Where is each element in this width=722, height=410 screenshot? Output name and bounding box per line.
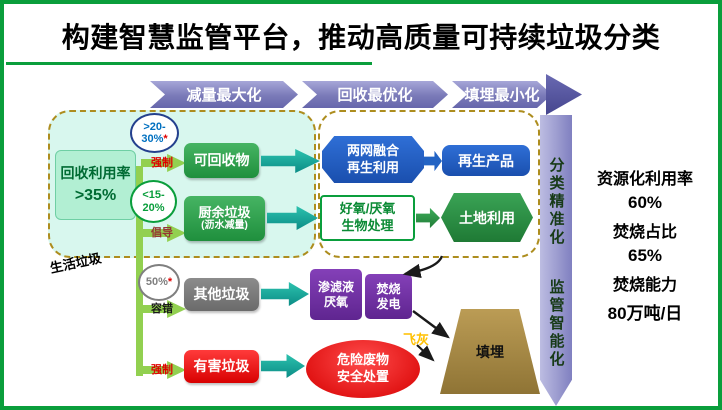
governance-vertical-text: 分类精准化 监管智能化 [546,115,567,406]
flow-arrowhead-icon [546,74,582,115]
share-badge-recyclable: >20- 30%* [130,113,179,153]
stats-panel: 资源化利用率 60% 焚烧占比 65% 焚烧能力 80万吨/日 [568,160,718,324]
fly-ash-label: 飞灰 [403,332,430,347]
kitchen-waste-label: 厨余垃圾 [198,204,251,220]
recycled-product-box: 再生产品 [442,145,530,176]
recycle-rate-box: 回收利用率 >35% [55,150,136,220]
governance-line2: 监管智能化 [547,279,565,369]
leachate-line2: 厌氧 [323,294,348,309]
arrow-hazardous-icon [261,354,305,378]
hazardous-waste-box: 有害垃圾 [184,350,259,383]
incineration-line1: 焚烧 [376,281,401,296]
bio-treatment-line2: 生物处理 [341,218,394,233]
flow-step-reduce-label: 减量最大化 [186,87,262,104]
leachate-anaerobic-box: 渗滤液 厌氧 [310,269,362,320]
stat-label-resource-rate: 资源化利用率 [596,171,693,188]
other-waste-box: 其他垃圾 [184,278,259,311]
share-badge-kitchen-top: <15- [142,189,165,202]
landfill-label: 填埋 [476,343,504,360]
stat-label-incineration-capacity: 焚烧能力 [612,277,677,294]
share-badge-kitchen: <15- 20% [130,180,177,223]
flow-step-recycle-label: 回收最优化 [337,87,413,104]
hazardous-disposal-line2: 安全处置 [336,369,389,384]
title-underline [6,62,372,65]
governance-line1: 分类精准化 [547,157,565,247]
policy-label-kitchen: 倡导 [151,227,173,239]
recycle-rate-label: 回收利用率 [60,165,131,182]
hazardous-disposal-ellipse: 危险废物 安全处置 [306,340,420,398]
stat-value-resource-rate: 60% [627,193,663,212]
flow-step-recycle: 回收最优化 [302,81,448,108]
leachate-line1: 渗滤液 [317,279,354,294]
two-network-line1: 两网融合 [346,142,399,158]
stat-value-incineration-capacity: 80万吨/日 [607,304,683,323]
share-badge-other-value: 50%* [145,276,173,289]
share-badge-other: 50%* [138,264,180,301]
recycled-product-label: 再生产品 [458,152,514,169]
land-use-hexagon: 土地利用 [441,193,533,242]
hazardous-waste-label: 有害垃圾 [193,358,250,375]
share-badge-kitchen-bottom: 20% [142,201,165,214]
stat-value-incineration-share: 65% [627,246,663,265]
landfill-trapezoid: 填埋 [440,309,540,394]
two-network-process-shape: 两网融合 再生利用 [322,136,424,183]
flow-step-landfill-label: 填埋最小化 [464,87,540,104]
recycle-rate-value: >35% [74,186,117,204]
residue-to-incineration-arrow [402,255,444,279]
slide-title: 构建智慧监管平台，推动高质量可持续垃圾分类 [61,22,661,53]
kitchen-waste-box: 厨余垃圾 (沥水减量) [184,196,265,241]
hazardous-disposal-line1: 危险废物 [336,352,389,368]
policy-label-hazardous: 强制 [151,364,173,376]
kitchen-waste-sublabel: (沥水减量) [201,220,248,232]
share-badge-recyclable-top: >20- [143,120,166,133]
flow-step-landfill: 填埋最小化 [452,81,552,108]
bio-treatment-line1: 好氧/厌氧 [339,201,396,217]
stat-label-incineration-share: 焚烧占比 [612,224,677,241]
policy-label-recyclable: 强制 [151,157,173,169]
incineration-power-box: 焚烧 发电 [365,274,412,319]
flow-step-reduce: 减量最大化 [150,81,298,108]
two-network-line2: 再生利用 [346,159,399,175]
policy-label-other: 容错 [151,303,173,315]
land-use-label: 土地利用 [459,209,515,226]
recyclables-box-label: 可回收物 [193,152,250,169]
arrow-other-icon [261,282,309,306]
share-badge-recyclable-bottom: 30%* [141,133,168,145]
source-connector-bar [136,166,143,376]
other-waste-label: 其他垃圾 [193,286,250,303]
incineration-line2: 发电 [376,296,401,311]
governance-vertical-arrow: 分类精准化 监管智能化 [540,115,572,406]
bio-treatment-box: 好氧/厌氧 生物处理 [320,195,415,241]
recyclables-box: 可回收物 [184,143,259,178]
